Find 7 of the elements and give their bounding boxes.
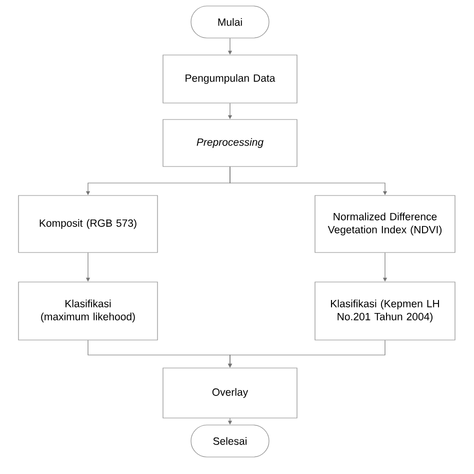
process-box: Overlay bbox=[162, 368, 298, 418]
process-box: Normalized Difference Vegetation Index (NDVI) bbox=[314, 195, 456, 253]
process-box: Komposit (RGB 573) bbox=[18, 195, 158, 253]
process-box: Klasifikasi (maximum likehood) bbox=[18, 282, 158, 340]
process-box: Klasifikasi (Kepmen LH No.201 Tahun 2004) bbox=[314, 282, 456, 340]
process-box: Pengumpulan Data bbox=[162, 54, 298, 104]
process-box: Preprocessing bbox=[162, 119, 298, 167]
